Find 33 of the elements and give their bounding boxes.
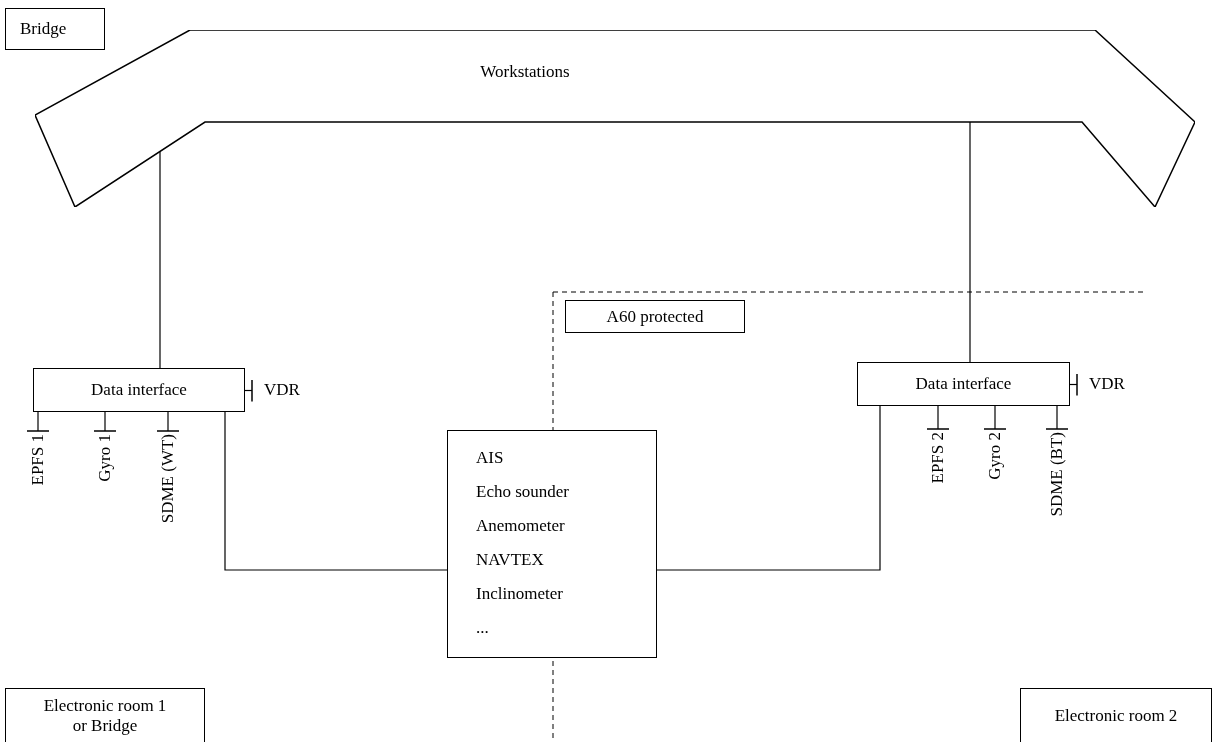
sensor-label: Gyro 2 [985, 432, 1005, 480]
sensor-label: EPFS 2 [928, 432, 948, 484]
connector-line [983, 405, 1007, 430]
equipment-name: NAVTEX [476, 549, 545, 571]
connector-line [969, 121, 971, 363]
connector-line [1069, 372, 1078, 397]
connector-line [156, 411, 180, 432]
sensor-label: SDME (BT) [1047, 432, 1067, 517]
connector-line [224, 411, 448, 571]
room-label: Electronic room 2 [1020, 688, 1212, 742]
connector-line [1045, 405, 1069, 430]
sensor-label: SDME (WT) [158, 434, 178, 524]
connector-line [244, 378, 253, 403]
equipment-name: ... [476, 617, 490, 639]
equipment-name: Echo sounder [476, 481, 570, 503]
interface-box: Data interface [33, 368, 245, 412]
sensor-label: EPFS 1 [28, 434, 48, 486]
connector-line [159, 150, 161, 369]
device-label: VDR [1077, 370, 1137, 398]
sensor-label: Gyro 1 [95, 434, 115, 482]
zone-label: A60 protected [565, 300, 745, 333]
device-label: VDR [252, 376, 312, 404]
equipment-name: Inclinometer [476, 583, 564, 605]
connector-line [26, 411, 50, 432]
equipment-name: Anemometer [476, 515, 566, 537]
room-label: Electronic room 1 or Bridge [5, 688, 205, 742]
connector-line [656, 405, 881, 571]
connector-line [926, 405, 950, 430]
band-title: Workstations [479, 62, 571, 82]
room-label: Bridge [5, 8, 105, 50]
connector-line [93, 411, 117, 432]
interface-box: Data interface [857, 362, 1070, 406]
equipment-name: AIS [476, 447, 505, 469]
